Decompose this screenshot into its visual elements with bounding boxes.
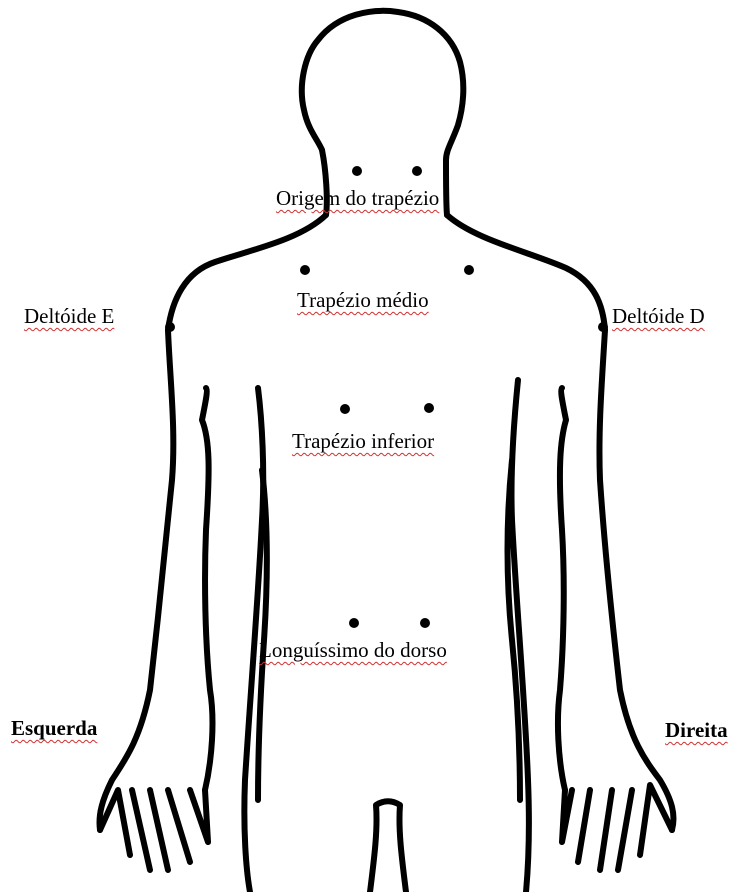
label-right-side: Direita <box>665 720 728 741</box>
label-middle-trapezius: Trapézio médio <box>297 290 429 311</box>
right-arm-inner-outline <box>558 388 566 790</box>
marker-deltoid-right-dot <box>598 322 608 332</box>
right-hand-outline <box>562 785 672 870</box>
marker-longissimus-left-dot <box>349 618 359 628</box>
marker-lower-right-dot <box>424 403 434 413</box>
label-left-side: Esquerda <box>11 718 97 739</box>
label-origin-trapezius: Origem do trapézio <box>276 188 439 209</box>
crotch-outline <box>370 801 406 892</box>
marker-longissimus-right-dot <box>420 618 430 628</box>
marker-lower-left-dot <box>340 404 350 414</box>
left-arm-inner-outline <box>202 388 212 790</box>
marker-origin-left-dot <box>352 166 362 176</box>
left-hand-outline <box>100 790 208 870</box>
right-arm-outer-outline <box>599 330 673 830</box>
marker-origin-right-dot <box>412 166 422 176</box>
label-left-deltoid: Deltóide E <box>24 306 114 327</box>
marker-middle-left-dot <box>300 265 310 275</box>
left-arm-outer-outline <box>100 330 174 830</box>
label-lower-trapezius: Trapézio inferior <box>292 431 434 452</box>
label-right-deltoid: Deltóide D <box>612 306 705 327</box>
marker-deltoid-left-dot <box>165 322 175 332</box>
marker-middle-right-dot <box>464 265 474 275</box>
label-longissimus: Longuíssimo do dorso <box>259 640 447 661</box>
